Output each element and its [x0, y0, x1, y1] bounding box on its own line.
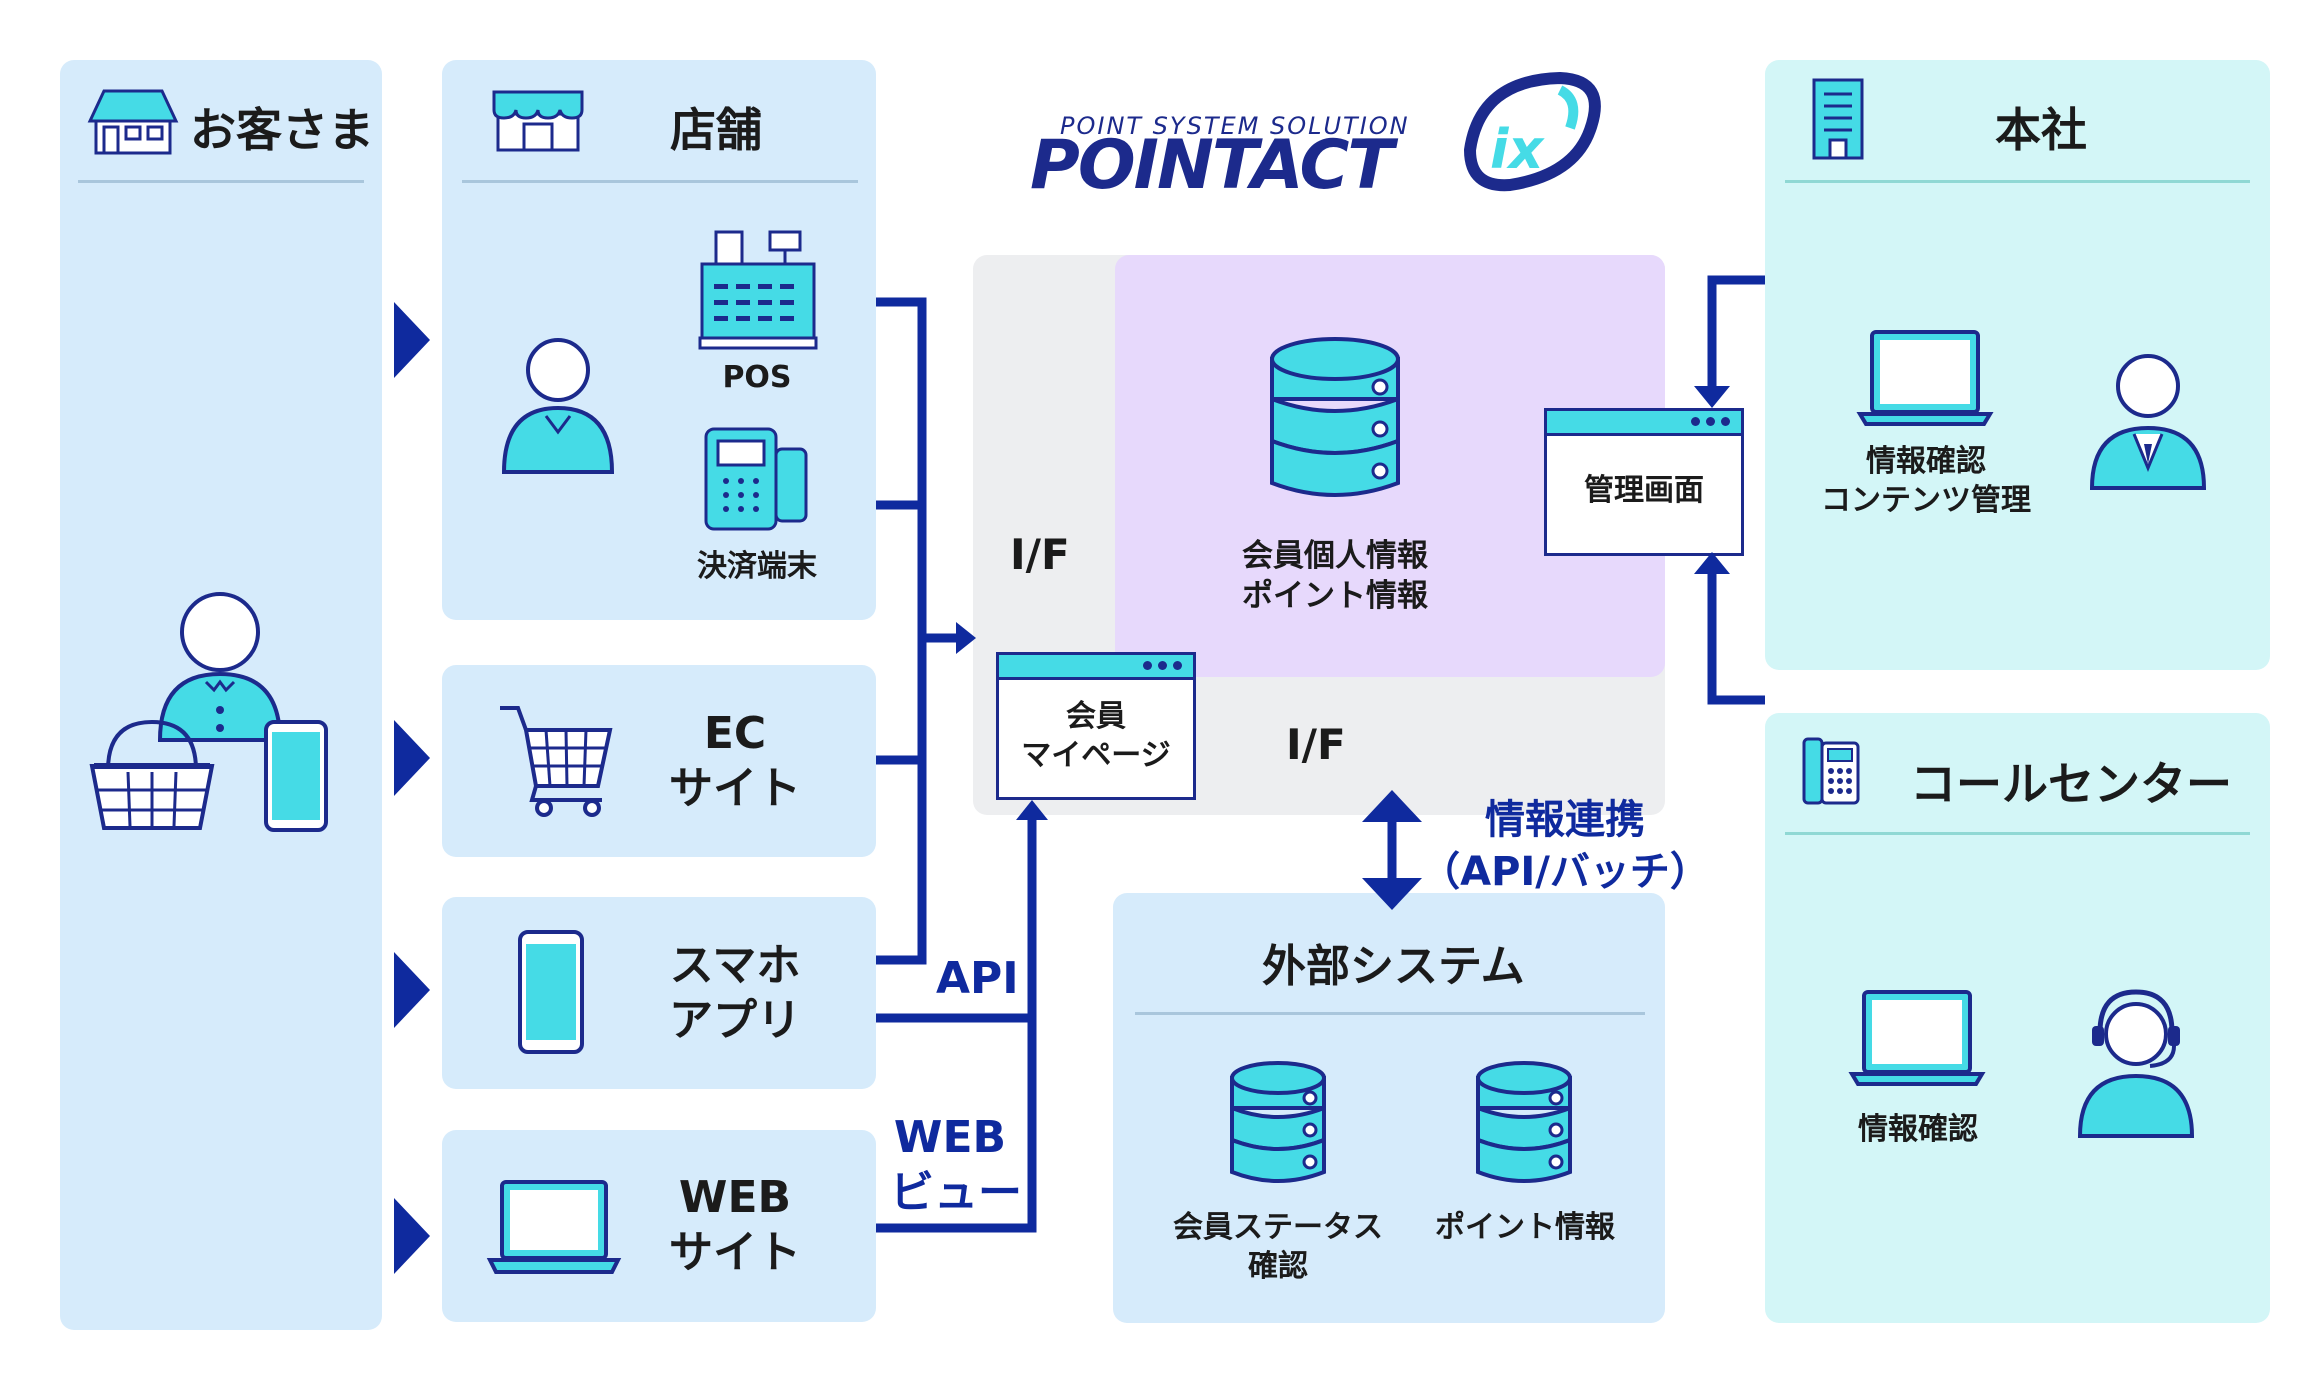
member-status-line2: 確認: [1248, 1249, 1308, 1284]
laptop-icon: [486, 1180, 622, 1274]
ec-line2: サイト: [669, 763, 801, 814]
api-label: API: [936, 953, 1019, 1004]
database-icon: [1476, 1061, 1572, 1183]
app-label: スマホ アプリ: [620, 938, 850, 1048]
window-dots-icon: [1143, 661, 1183, 671]
hq-label: 情報確認 コンテンツ管理: [1806, 442, 2046, 520]
external-title: 外部システム: [1262, 941, 1525, 992]
divider: [1135, 1012, 1645, 1015]
terminal-label: 決済端末: [697, 549, 817, 584]
logo-tagline: POINT SYSTEM SOLUTION: [1060, 112, 1410, 140]
building-icon: [1812, 78, 1864, 160]
sync-line2: （API/バッチ）: [1420, 849, 1710, 895]
hq-title: 本社: [1995, 103, 2087, 157]
mypage-line1: 会員: [1066, 699, 1126, 734]
mypage-line2: マイページ: [1021, 738, 1171, 773]
payment-terminal-icon: [704, 427, 808, 531]
hq-panel: [1765, 60, 2270, 670]
pos-label: POS: [722, 360, 792, 395]
logo-wordmark: POINTACT: [1030, 126, 1394, 205]
db-line2: ポイント情報: [1242, 578, 1428, 615]
app-line2: アプリ: [669, 995, 801, 1046]
web-line2: サイト: [669, 1227, 801, 1278]
cash-register-icon: [698, 230, 818, 350]
arrow-right-icon: [394, 720, 430, 796]
office-worker-icon: [2089, 354, 2207, 490]
divider: [1785, 180, 2250, 183]
db-label: 会員個人情報 ポイント情報: [1210, 536, 1460, 617]
ec-line1: EC: [703, 708, 767, 759]
callcenter-label: 情報確認: [1858, 1112, 1978, 1147]
logo-mark-icon: [1463, 71, 1601, 192]
hq-line1: 情報確認: [1866, 444, 1986, 479]
if-left-label: I/F: [1010, 530, 1070, 579]
webview-line2: ビュー: [890, 1167, 1022, 1218]
member-status-line1: 会員ステータス: [1173, 1210, 1383, 1245]
mypage-window[interactable]: 会員 マイページ: [996, 652, 1196, 800]
laptop-icon: [1848, 990, 1986, 1086]
web-label: WEB サイト: [620, 1170, 850, 1280]
customer-title: お客さま: [190, 103, 374, 157]
admin-window[interactable]: 管理画面: [1544, 408, 1744, 556]
external-point-label: ポイント情報: [1435, 1210, 1615, 1245]
app-line1: スマホ: [669, 940, 801, 991]
basket-icon: [89, 719, 215, 830]
divider: [462, 180, 858, 183]
arrow-right-icon: [394, 302, 430, 378]
smartphone-icon: [518, 930, 584, 1054]
hq-line2: コンテンツ管理: [1821, 483, 2031, 518]
mypage-label: 会員 マイページ: [999, 697, 1193, 775]
webview-line1: WEB: [893, 1112, 1007, 1163]
callcenter-title: コールセンター: [1910, 757, 2232, 811]
external-panel: [1113, 893, 1665, 1323]
sync-line1: 情報連携: [1485, 797, 1645, 843]
admin-label: 管理画面: [1584, 473, 1704, 508]
database-icon: [1230, 1061, 1326, 1183]
database-icon: [1270, 337, 1400, 497]
house-icon: [87, 89, 179, 155]
db-line1: 会員個人情報: [1242, 538, 1428, 574]
logo-mark: ix: [1490, 118, 1544, 181]
arrow-right-icon: [394, 952, 430, 1028]
phone-icon: [1802, 737, 1860, 805]
storefront-icon: [492, 90, 584, 152]
smartphone-icon: [264, 720, 328, 832]
member-status-label: 会員ステータス 確認: [1158, 1208, 1398, 1286]
store-title: 店舗: [670, 103, 762, 157]
shopping-cart-icon: [500, 706, 613, 817]
webview-label: WEB ビュー: [890, 1110, 1022, 1220]
app-panel: [442, 897, 876, 1089]
ec-label: EC サイト: [620, 706, 850, 816]
window-dots-icon: [1691, 417, 1731, 427]
if-bottom-label: I/F: [1286, 720, 1346, 769]
callcenter-panel: [1765, 713, 2270, 1323]
divider: [78, 180, 364, 183]
ec-panel: [442, 665, 876, 857]
customer-person-icon: [157, 592, 283, 742]
staff-person-icon: [501, 338, 615, 474]
web-line1: WEB: [678, 1172, 792, 1223]
laptop-icon: [1856, 330, 1994, 426]
operator-headset-icon: [2077, 989, 2195, 1138]
divider: [1785, 832, 2250, 835]
sync-label: 情報連携 （API/バッチ）: [1420, 794, 1710, 898]
arrow-right-icon: [394, 1198, 430, 1274]
